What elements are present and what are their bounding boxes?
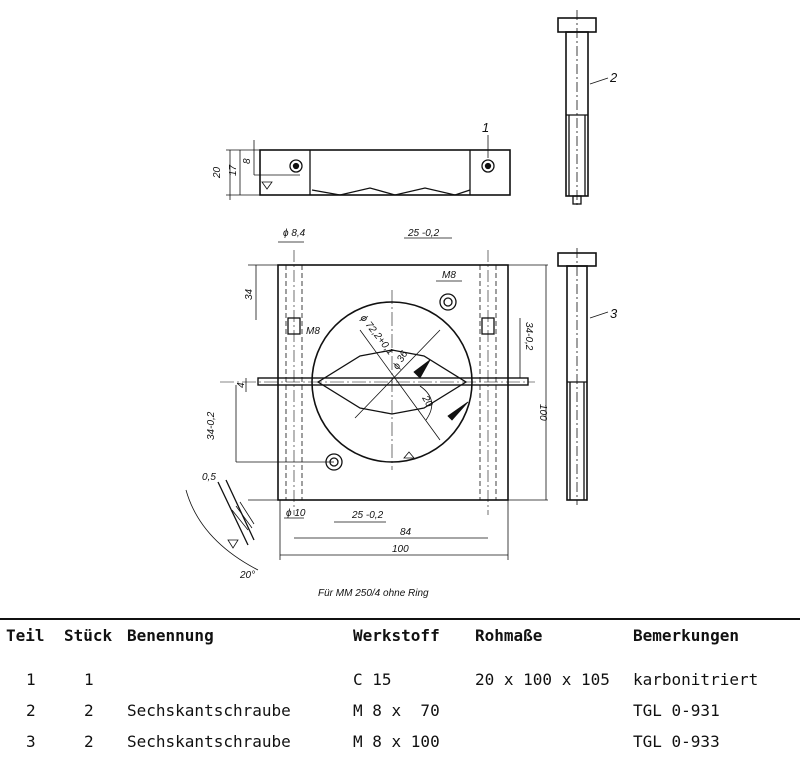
dim-phi-10: ϕ 10 [286, 508, 306, 519]
screw-3 [557, 248, 609, 505]
dim-34-left-low: 34-0,2 [206, 411, 217, 440]
dim-25-top: 25 -0,2 [407, 228, 440, 239]
table-row: 2 2 Sechskantschraube M 8 x 70 TGL 0-931 [6, 695, 758, 726]
cell-bemerkungen: TGL 0-933 [633, 732, 720, 751]
front-view [220, 237, 548, 560]
header-benennung: Benennung [127, 626, 214, 645]
cell-bemerkungen: karbonitriert [633, 670, 759, 689]
header-rohmasse: Rohmaße [475, 626, 543, 645]
table-row: 3 2 Sechskantschraube M 8 x 100 TGL 0-93… [6, 726, 758, 757]
cell-teil: 3 [26, 732, 36, 751]
header-werkstoff: Werkstoff [353, 626, 440, 645]
callout-2: 2 [609, 70, 618, 85]
cell-werkstoff: M 8 x 70 [353, 701, 440, 720]
table-row: 1 1 C 15 20 x 100 x 105 karbonitriert [6, 664, 758, 695]
cell-stueck: 2 [84, 701, 94, 720]
parts-list-table: Teil Stück Benennung Werkstoff Rohmaße B… [6, 626, 758, 757]
dim-34-left: 34 [244, 288, 255, 300]
cell-teil: 1 [26, 670, 36, 689]
dim-m8-top: M8 [442, 270, 456, 281]
drawing-caption: Für MM 250/4 ohne Ring [318, 588, 429, 599]
cell-benennung: Sechskantschraube [127, 732, 291, 751]
header-teil: Teil [6, 626, 45, 645]
dim-100-right: 100 [537, 404, 548, 421]
dim-100-bottom: 100 [392, 544, 409, 555]
cell-stueck: 1 [84, 670, 94, 689]
cell-stueck: 2 [84, 732, 94, 751]
dim-20-mid: 20 [419, 393, 435, 409]
screw-2 [557, 10, 609, 205]
cell-rohmasse: 20 x 100 x 105 [475, 670, 610, 689]
cell-benennung [127, 664, 353, 695]
header-bemerkungen: Bemerkungen [633, 626, 739, 645]
callout-1: 1 [482, 120, 489, 135]
edge-detail [185, 479, 259, 571]
dim-4: 4 [236, 382, 247, 388]
dim-0-5: 0,5 [202, 472, 216, 483]
cell-bemerkungen: TGL 0-931 [633, 701, 720, 720]
dim-phi-36: ϕ 36 [391, 349, 410, 372]
cell-benennung: Sechskantschraube [127, 701, 291, 720]
dim-25-bottom: 25 -0,2 [351, 510, 384, 521]
callout-3: 3 [610, 306, 618, 321]
dim-34-right: 34-0,2 [523, 322, 534, 351]
cell-werkstoff: C 15 [353, 670, 392, 689]
dim-20-degrees: 20° [239, 570, 255, 581]
cell-rohmasse [475, 726, 633, 757]
dim-8: 8 [242, 158, 253, 164]
dim-phi-8-4: ϕ 8,4 [283, 228, 306, 239]
cell-rohmasse [475, 695, 633, 726]
dim-17: 17 [228, 164, 239, 176]
table-header-row: Teil Stück Benennung Werkstoff Rohmaße B… [6, 626, 758, 654]
cell-werkstoff: M 8 x 100 [353, 732, 440, 751]
dim-20: 20 [212, 166, 223, 179]
header-stueck: Stück [64, 626, 113, 645]
technical-drawing: 1 2 3 20 17 8 ϕ 8,4 25 -0,2 M8 34 M8 ϕ 7… [185, 10, 618, 581]
dim-84: 84 [400, 527, 412, 538]
dim-m8-left: M8 [306, 326, 320, 337]
table-top-rule [0, 618, 800, 620]
cell-teil: 2 [26, 701, 36, 720]
side-view [226, 135, 511, 200]
